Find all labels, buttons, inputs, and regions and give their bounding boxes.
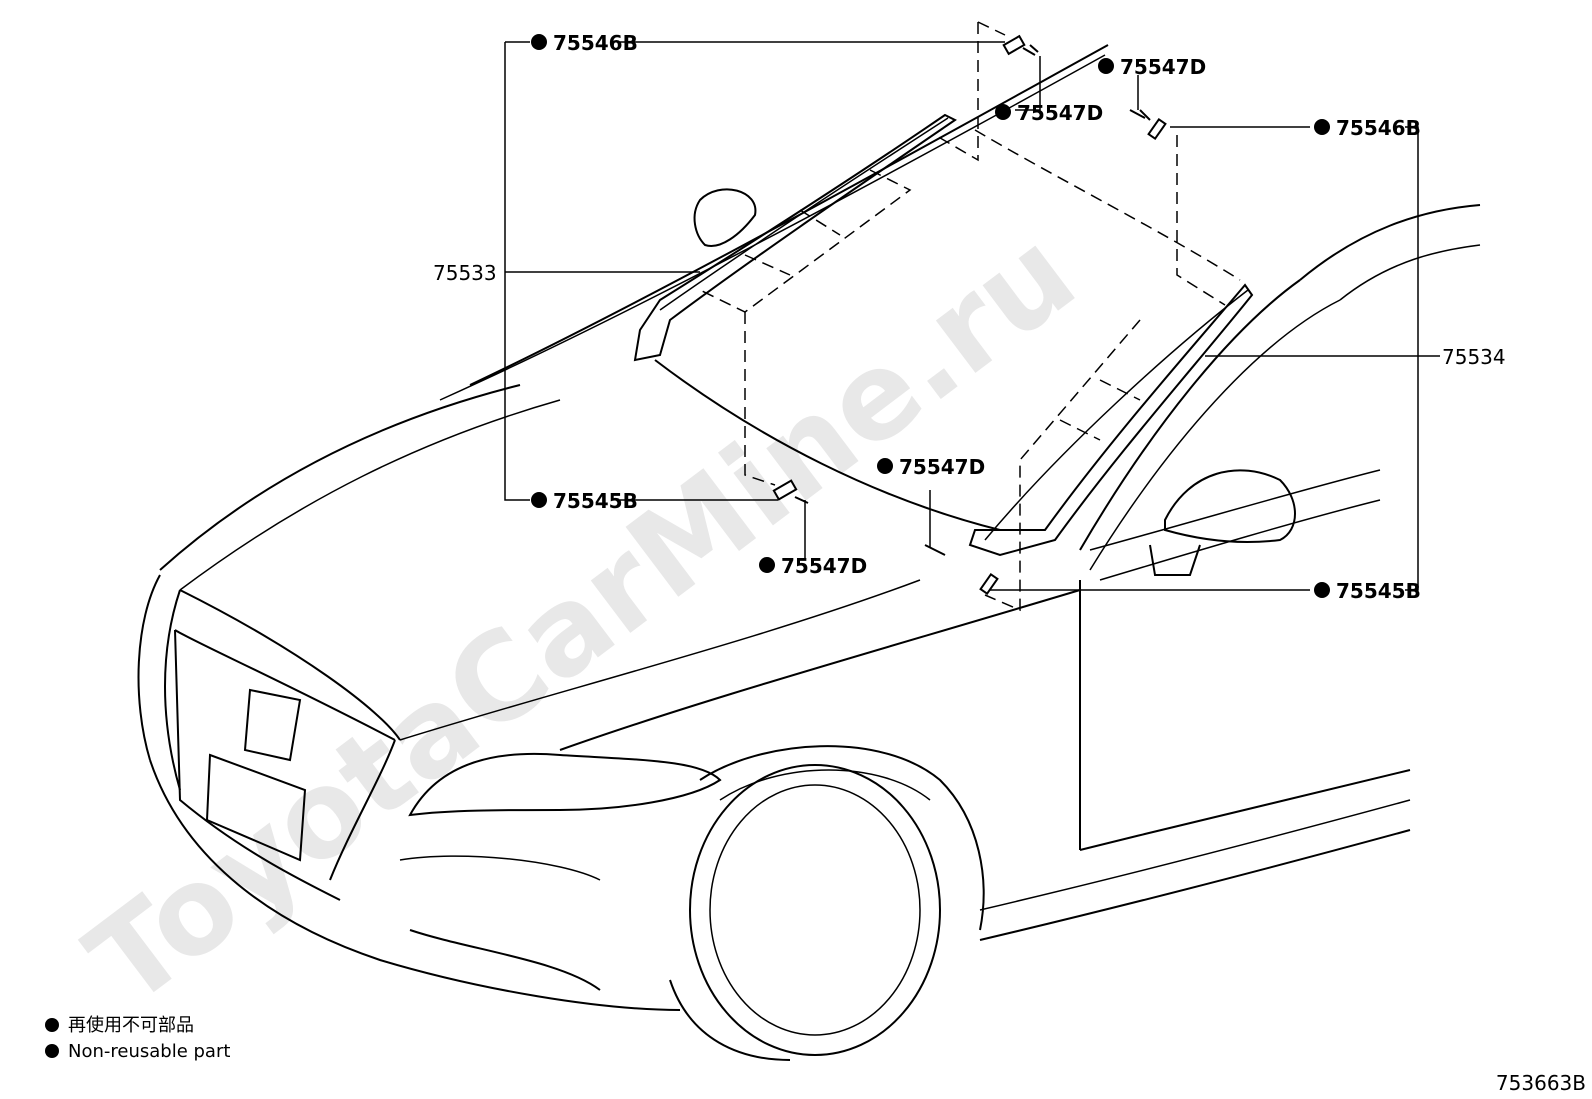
small-parts (772, 34, 1167, 596)
svg-text:75533: 75533 (433, 261, 497, 285)
watermark: ToyotaCarMine.ru (64, 204, 1101, 1033)
molding-75533 (633, 113, 957, 362)
clip-zone-outlines (699, 21, 1226, 612)
legend-bullet-icon (45, 1044, 59, 1058)
legend-japanese: 再使用不可部品 (68, 1015, 194, 1036)
callout-75547d-center: 75547D (877, 455, 985, 479)
molding-75534 (968, 283, 1254, 557)
callout-75547d-top-right: 75547D (1098, 55, 1206, 79)
callout-75545b-right: 75545B (1314, 579, 1421, 603)
callout-75533: 75533 (433, 261, 497, 285)
svg-text:75547D: 75547D (781, 554, 867, 578)
svg-text:75547D: 75547D (899, 455, 985, 479)
callout-75545b-left: 75545B (531, 489, 638, 513)
svg-text:75546B: 75546B (553, 31, 638, 55)
callout-75547d-lower-left: 75547D (759, 554, 867, 578)
legend-english: Non-reusable part (68, 1041, 230, 1062)
callout-75547d-top-center: 75547D (995, 101, 1103, 125)
svg-text:75547D: 75547D (1017, 101, 1103, 125)
leader-lines (504, 41, 1440, 591)
legend-bullet-icon (45, 1018, 59, 1032)
callout-75546b-top-left: 75546B (531, 31, 638, 55)
svg-text:75547D: 75547D (1120, 55, 1206, 79)
svg-text:75546B: 75546B (1336, 116, 1421, 140)
svg-text:75534: 75534 (1442, 345, 1506, 369)
car-outline (137, 44, 1481, 1061)
figure-id: 753663B (1496, 1071, 1586, 1095)
svg-text:75545B: 75545B (1336, 579, 1421, 603)
callout-75546b-right: 75546B (1314, 116, 1421, 140)
callout-75534: 75534 (1442, 345, 1506, 369)
svg-text:75545B: 75545B (553, 489, 638, 513)
legend: 再使用不可部品 Non-reusable part (45, 1015, 230, 1062)
